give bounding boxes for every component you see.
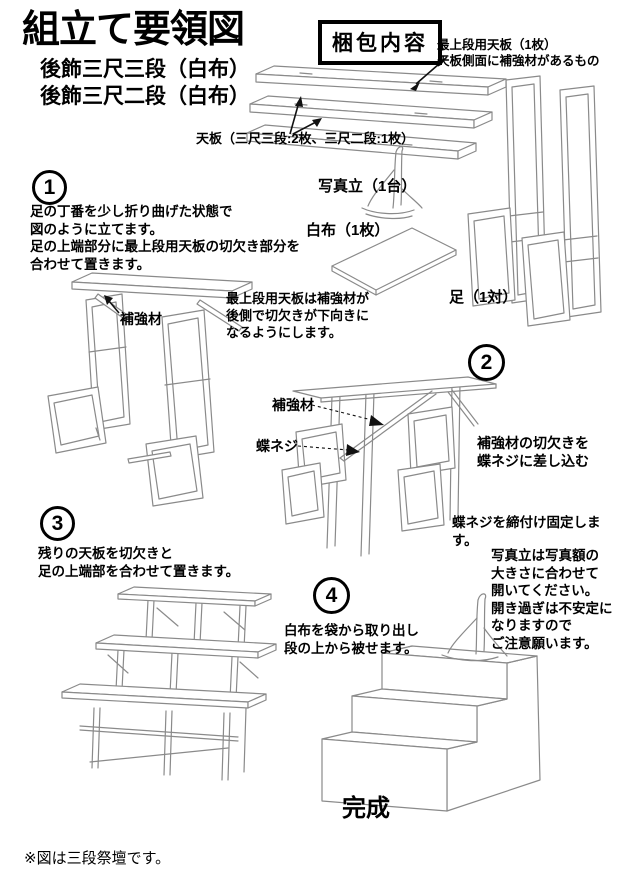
- step3-number: 3: [40, 506, 75, 541]
- complete-label: 完成: [342, 795, 390, 822]
- package-contents-heading: 梱包内容: [318, 20, 442, 65]
- leader-step2-brace: [312, 405, 384, 426]
- step2-note-insert: 補強材の切欠きを 蝶ネジに差し込む: [477, 435, 589, 470]
- arrow-step1-brace-label: [104, 295, 119, 313]
- step1-illustration: [48, 273, 252, 506]
- legs-drawing: [468, 76, 601, 326]
- step2-screw-label: 蝶ネジ: [256, 438, 298, 454]
- arrows-boards-label: [290, 96, 322, 134]
- label-photo-stand: 写真立（1台）: [318, 178, 417, 195]
- subtitle-two-tier: 後飾三尺二段（白布）: [40, 85, 250, 108]
- step4-number: 4: [313, 577, 350, 614]
- step1-instructions: 足の丁番を少し折り曲げた状態で 図のように立てます。 足の上端部分に最上段用天板…: [30, 204, 300, 272]
- leader-step2-screw: [298, 444, 360, 456]
- step4-illustration: [322, 594, 540, 811]
- label-boards: 天板（三尺三段:2枚、三尺二段:1枚）: [196, 131, 415, 146]
- white-cloth-drawing: [332, 228, 456, 295]
- step2-number: 2: [468, 344, 505, 381]
- step3-illustration: [62, 587, 276, 780]
- footer-note: ※図は三段祭壇です。: [24, 850, 171, 867]
- step4-instructions: 白布を袋から取り出し 段の上から被せます。: [284, 623, 419, 656]
- step2-note-fix: 蝶ネジを締付け固定します。: [452, 515, 601, 548]
- step2-illustration: [282, 377, 496, 556]
- photo-stand-drawing: [362, 147, 422, 219]
- package-illustration: [247, 66, 601, 326]
- label-top-board: 最上段用天板（1枚） 天板側面に補強材があるもの: [437, 38, 600, 68]
- top-boards-drawing: [247, 66, 506, 159]
- subtitle-three-tier: 後飾三尺三段（白布）: [40, 58, 250, 81]
- page-title: 組立て要領図: [22, 9, 245, 51]
- step1-brace-label: 補強材: [120, 311, 162, 327]
- step4-photo-note: 写真立は写真額の 大きさに合わせて 開いてください。 開き過ぎは不安定に なりま…: [491, 548, 613, 651]
- label-legs: 足（1対）: [449, 289, 518, 306]
- step2-brace-label: 補強材: [272, 397, 314, 413]
- label-white-cloth: 白布（1枚）: [306, 222, 390, 239]
- step1-note: 最上段用天板は補強材が 後側で切欠きが下向きに なるようにします。: [226, 291, 370, 340]
- photo-stand-on-altar: [442, 594, 507, 661]
- step3-instructions: 残りの天板を切欠きと 足の上端部を合わせて置きます。: [38, 546, 240, 579]
- step1-number: 1: [32, 170, 67, 205]
